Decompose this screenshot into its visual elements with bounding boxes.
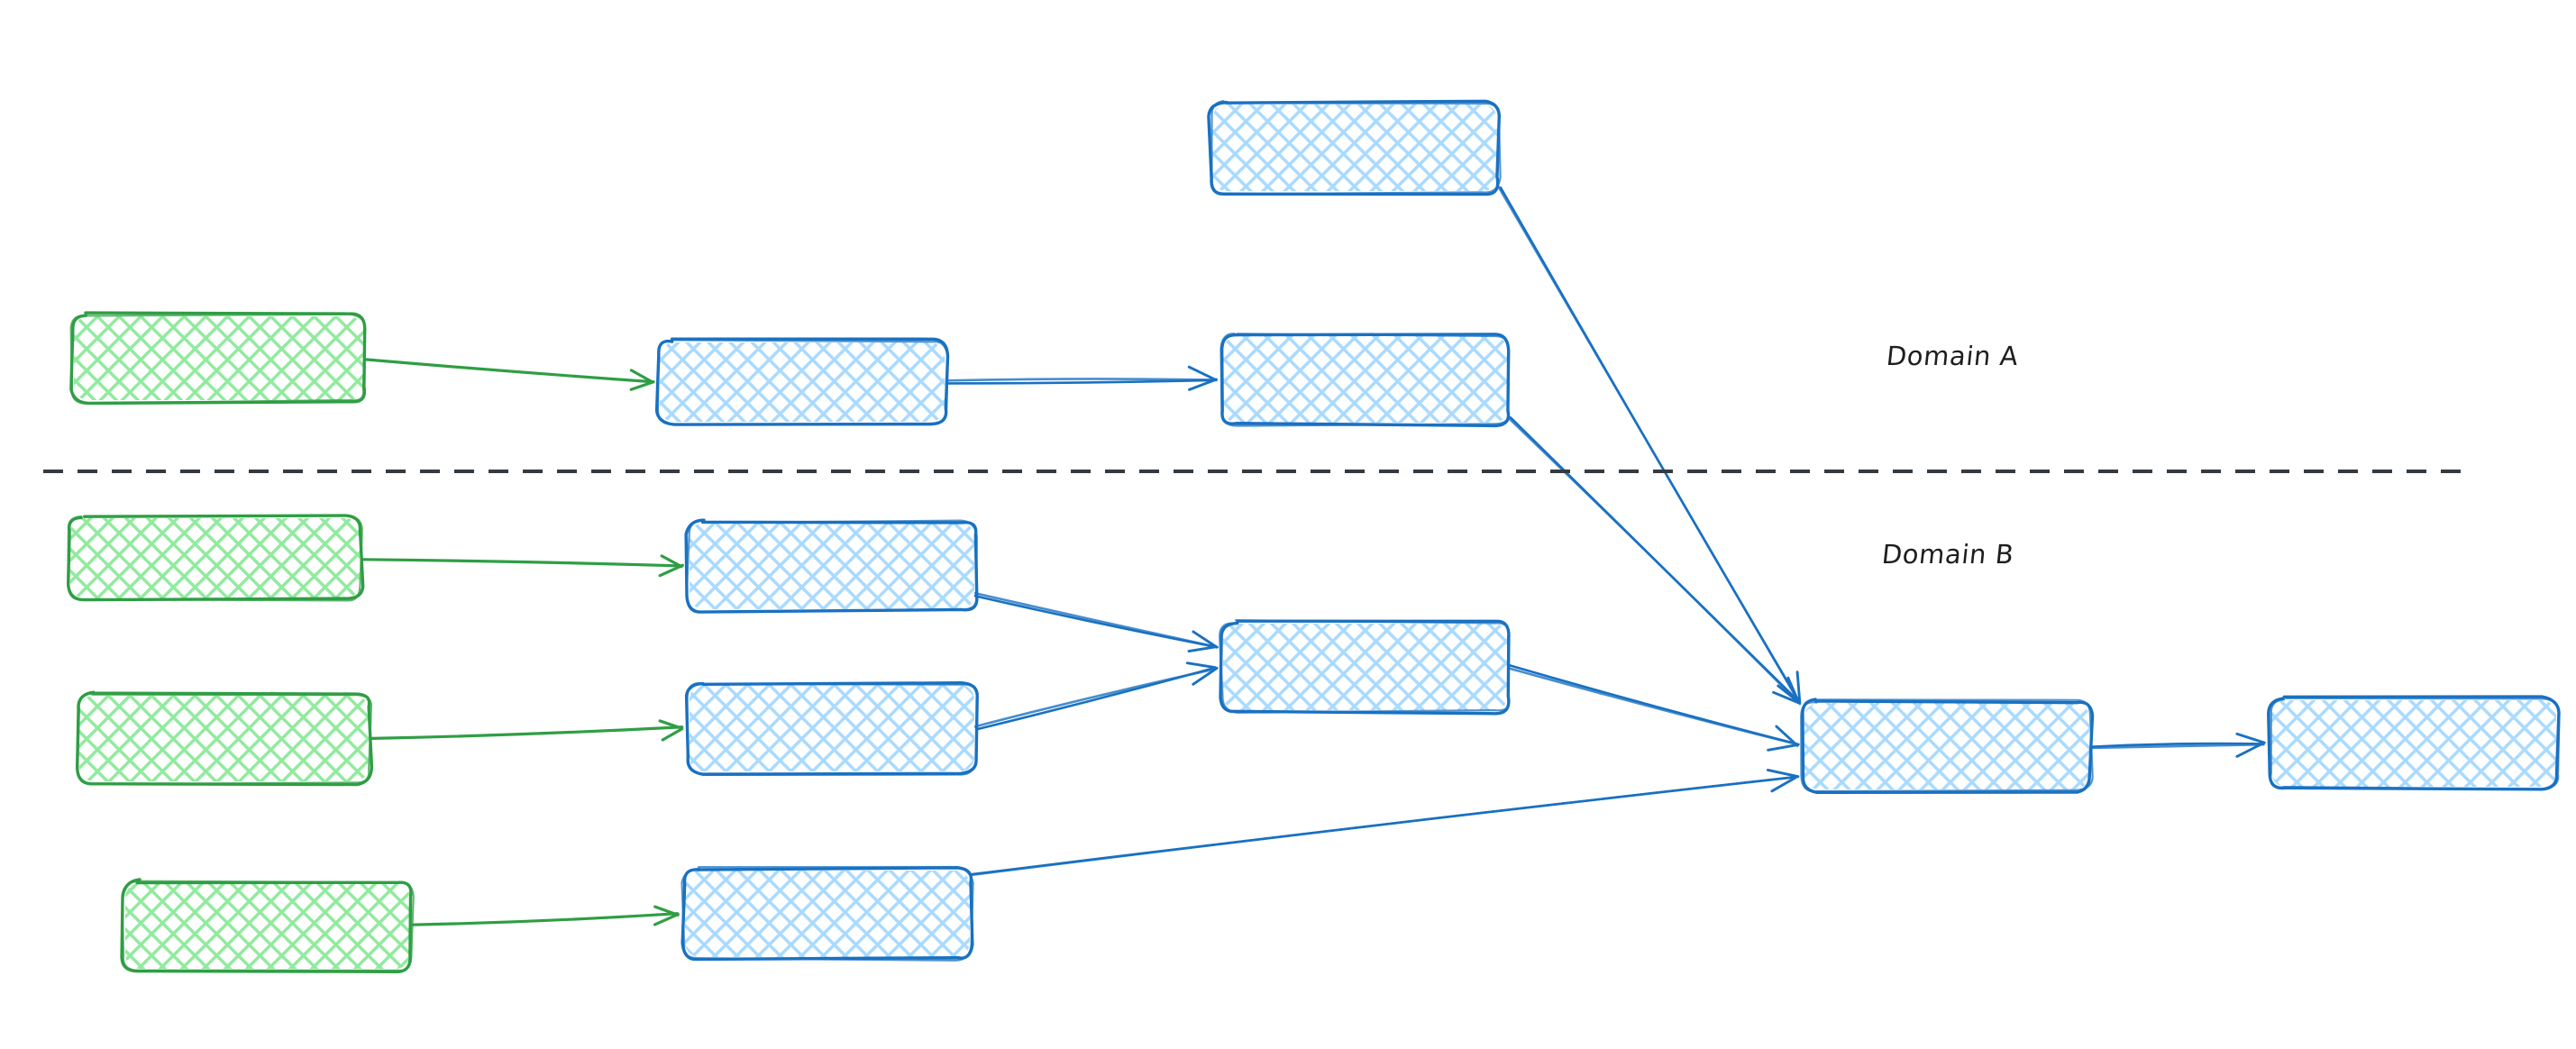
- diagram-edge-arrow: [2088, 732, 2266, 758]
- diagram-edge-arrow: [1507, 416, 1802, 706]
- domain-label-b: Domain B: [1880, 539, 2016, 570]
- diagram-edge-arrow: [973, 661, 1219, 731]
- edge-layer: [360, 185, 2266, 926]
- diagram-edge-arrow: [370, 719, 684, 742]
- diagram-node-process[interactable]: [684, 681, 979, 777]
- diagram-node-output[interactable]: [2267, 695, 2561, 791]
- diagram-node-aggregate[interactable]: [1800, 698, 2095, 794]
- diagram-node-process[interactable]: [1219, 333, 1511, 428]
- diagram-edge-arrow: [362, 358, 655, 391]
- diagram-edge-arrow: [360, 554, 684, 578]
- diagram-node-aggregate[interactable]: [1219, 619, 1511, 716]
- diagram-node-source[interactable]: [75, 690, 374, 787]
- diagram-node-source[interactable]: [67, 514, 365, 602]
- diagram-edge-arrow: [945, 365, 1218, 391]
- domain-label-a: Domain A: [1885, 341, 2021, 371]
- diagram-node-process[interactable]: [684, 518, 979, 614]
- diagram-edge-arrow: [970, 768, 1800, 877]
- diagram-edge-arrow: [410, 905, 680, 926]
- diagram-edge-arrow: [973, 591, 1219, 652]
- diagram-node-process[interactable]: [1207, 99, 1502, 196]
- diagram-edge-arrow: [1496, 185, 1802, 705]
- diagram-node-process[interactable]: [681, 865, 974, 962]
- diagram-node-source[interactable]: [69, 311, 367, 406]
- node-layer: [67, 99, 2561, 973]
- diagram-node-process[interactable]: [654, 337, 950, 426]
- diagram-node-source[interactable]: [120, 878, 415, 973]
- diagram-edge-arrow: [1506, 664, 1800, 752]
